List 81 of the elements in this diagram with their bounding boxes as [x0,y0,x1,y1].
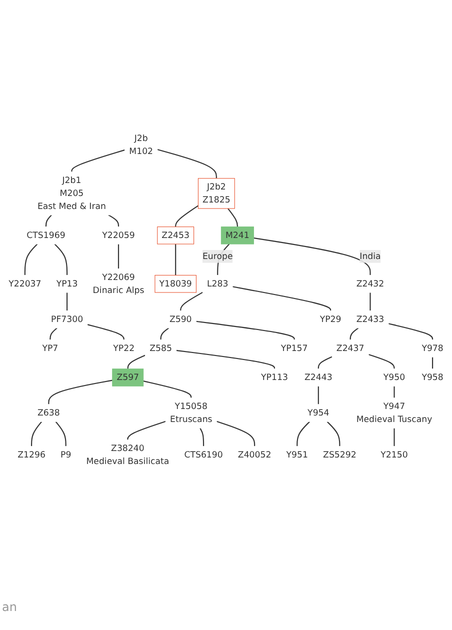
connector [175,244,176,276]
connector [175,205,199,227]
node-text: Y22069 Dinaric Alps [92,272,144,296]
connector [176,350,276,369]
connector [196,320,295,340]
node-text: Z590 [169,314,192,324]
node-text: Z2432 [356,278,384,289]
node-box: J2b2 Z1825 [198,178,235,209]
node-text: Z40052 [238,450,272,460]
node-text: J2b M102 [129,133,154,156]
node-text: Y958 [422,372,444,382]
connector [200,428,204,446]
connector [388,323,434,340]
node-box: Z597 [112,368,144,386]
connector [350,328,359,340]
edge-label: Europe [202,251,233,262]
node-text: Y951 [286,450,308,460]
connector [127,354,146,369]
note-text: an [2,600,17,614]
connector [45,214,52,227]
node-text: Y15058 Etruscans [170,401,212,424]
connector [127,420,166,440]
connector [368,354,395,369]
node-text: Y950 [383,372,406,382]
connector [55,421,66,446]
node-text: YP13 [56,278,78,289]
node-text: YP22 [113,343,135,354]
node-text: Y947 Medieval Tuscany [356,401,432,424]
connector [66,292,68,311]
node-text: YP29 [320,314,342,324]
node-text: Y22037 [8,278,42,289]
connector [118,244,120,269]
connector [394,386,395,398]
node-text: Z638 [38,408,60,418]
node-text: PF7300 [51,314,84,324]
connector [87,324,124,340]
connector [232,286,332,311]
connector [254,237,371,276]
connector [228,208,238,227]
connector [54,244,68,276]
connector [157,149,217,178]
node-text: ZS5292 [323,450,356,460]
node-text: Y978 [422,343,444,354]
node-text: Z585 [150,343,172,354]
connector [143,380,192,398]
connector [370,292,371,311]
connector [326,421,340,446]
node-text: L283 [206,278,228,289]
node-text: CTS1969 [26,230,66,240]
connector [296,421,310,446]
node-text: Y2150 [380,450,408,460]
node-text: Z2437 [336,343,364,354]
node-text: Z2433 [356,314,384,324]
node-text: YP7 [42,343,58,354]
node-text: YP113 [261,372,288,382]
connector [180,292,203,311]
connector [318,356,332,369]
node-text: P9 [60,450,72,460]
node-box: Y18039 [154,274,196,293]
node-text: J2b1 M205 East Med & Iran [37,175,106,212]
node-text: YP157 [280,343,308,354]
connector [394,428,395,446]
connector [216,420,256,446]
node-text: Z38240 Medieval Basilicata [86,443,170,466]
node-text: Z1296 [18,450,46,460]
connector [160,328,170,340]
connector [318,386,319,404]
node-box: M241 [220,226,254,244]
node-text: Z2443 [304,372,332,382]
connector [50,328,58,340]
edge-label: India [360,251,381,262]
connector [24,244,38,276]
connector [31,421,42,446]
connector [432,357,434,369]
node-text: Y22059 [102,230,135,240]
connector [71,149,126,172]
node-text: Y954 [308,408,330,418]
connector [48,380,112,404]
node-box: Z2453 [157,226,194,244]
connector [108,214,120,227]
node-text: CTS6190 [184,450,223,460]
